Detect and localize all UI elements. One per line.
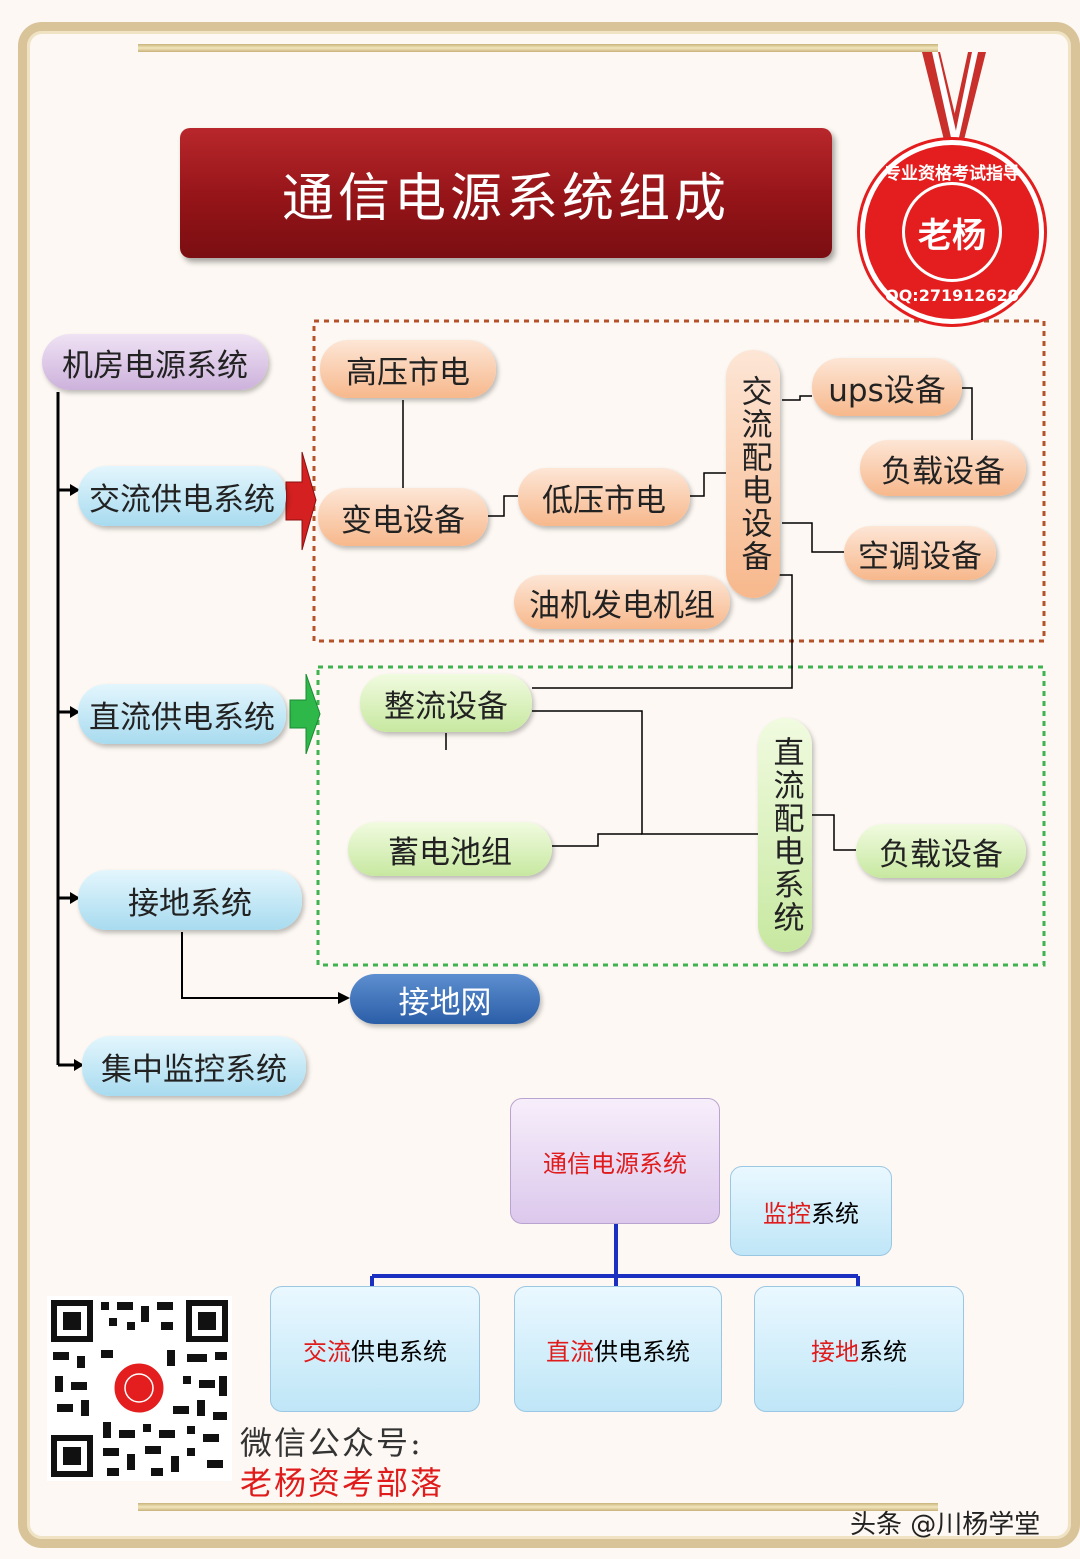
high-voltage-node: 高压市电 <box>320 340 496 398</box>
root-node: 机房电源系统 <box>42 334 268 390</box>
ground-arrowhead <box>338 992 350 1004</box>
dc-load-node: 负载设备 <box>856 824 1026 878</box>
diesel-generator-node: 油机发电机组 <box>514 575 730 629</box>
wechat-label: 微信公众号: <box>240 1424 423 1462</box>
seal-ring-text: 专业资格考试指导 <box>884 164 1020 184</box>
bottom-gold-bar <box>138 1503 938 1511</box>
ac-arrow <box>285 451 317 551</box>
dc-lines <box>445 710 856 851</box>
transformer-node: 变电设备 <box>318 488 488 546</box>
org-ground-black: 系统 <box>859 1337 907 1366</box>
org-ground: 接地系统 <box>754 1286 964 1412</box>
dc-distribution-node: 直流配电系统 <box>758 718 812 952</box>
org-root-label: 通信电源系统 <box>543 1149 687 1178</box>
decorative-frame <box>18 22 1080 1548</box>
low-voltage-node: 低压市电 <box>518 468 690 526</box>
page-title: 通信电源系统组成 <box>180 128 832 258</box>
qr-code <box>47 1296 232 1481</box>
page-title-text: 通信电源系统组成 <box>281 168 730 229</box>
org-monitor: 监控系统 <box>730 1166 892 1256</box>
ac-lines <box>402 387 973 689</box>
dc-arrow <box>289 673 321 755</box>
org-monitor-black: 系统 <box>811 1199 859 1228</box>
aircon-node: 空调设备 <box>844 526 996 580</box>
org-dc-red: 直流 <box>546 1337 594 1366</box>
org-monitor-red: 监控 <box>763 1199 811 1228</box>
wechat-name: 老杨资考部落 <box>240 1464 445 1502</box>
ground-line <box>181 932 342 999</box>
org-ac: 交流供电系统 <box>270 1286 480 1412</box>
top-gold-bar <box>138 44 938 52</box>
ac-supply-node: 交流供电系统 <box>78 466 286 526</box>
ground-net-node: 接地网 <box>350 974 540 1024</box>
ups-node: ups设备 <box>812 358 962 416</box>
rectifier-node: 整流设备 <box>360 674 532 732</box>
seal-stamp: 老杨 专业资格考试指导 QQ:271912620 <box>860 140 1044 324</box>
watermark-text: 头条 @川杨学堂 <box>850 1510 1041 1540</box>
ground-system-node: 接地系统 <box>78 870 302 930</box>
ac-distribution-label: 交流配电设备 <box>735 375 772 573</box>
battery-node: 蓄电池组 <box>348 822 552 876</box>
trunk-arrowheads <box>70 484 84 1071</box>
org-root: 通信电源系统 <box>510 1098 720 1224</box>
seal-qq: QQ:271912620 <box>885 286 1019 305</box>
seal-name: 老杨 <box>902 182 1002 282</box>
dc-dashed-box <box>316 665 1046 967</box>
org-dc-black: 供电系统 <box>594 1337 690 1366</box>
medal-ribbon <box>922 52 986 148</box>
ac-dashed-box <box>312 319 1046 643</box>
ac-load-node: 负载设备 <box>860 440 1026 496</box>
monitor-system-node: 集中监控系统 <box>82 1036 306 1096</box>
org-dc: 直流供电系统 <box>514 1286 722 1412</box>
org-lines <box>370 1223 860 1286</box>
ac-distribution-node: 交流配电设备 <box>726 350 780 598</box>
dc-distribution-label: 直流配电系统 <box>767 736 804 934</box>
org-ac-black: 供电系统 <box>351 1337 447 1366</box>
org-ac-red: 交流 <box>303 1337 351 1366</box>
org-ground-red: 接地 <box>811 1337 859 1366</box>
dc-supply-node: 直流供电系统 <box>78 684 286 744</box>
